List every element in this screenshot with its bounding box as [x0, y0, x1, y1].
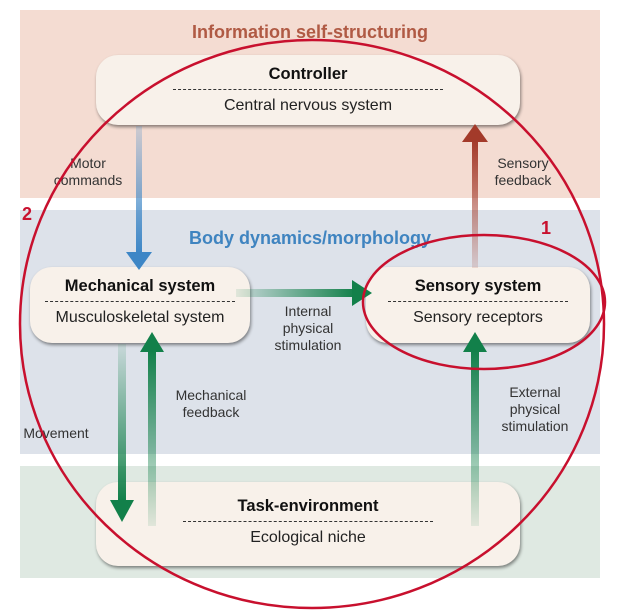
- task-environment-title: Task-environment: [237, 497, 379, 515]
- task-environment-subtitle: Ecological niche: [250, 529, 366, 546]
- task-environment-divider: [183, 521, 433, 522]
- sensory-system-divider: [388, 301, 568, 302]
- mechanical-feedback-label: Mechanical feedback: [175, 387, 247, 420]
- mechanical-system-box: Mechanical system Musculoskeletal system: [30, 267, 250, 343]
- sensory-system-title: Sensory system: [414, 277, 542, 295]
- body-dynamics-band-title: Body dynamics/morphology: [188, 228, 432, 248]
- mechanical-feedback-arrow: [140, 332, 164, 526]
- marker-1: 1: [541, 218, 552, 238]
- movement-arrow: [110, 344, 134, 522]
- controller-subtitle: Central nervous system: [223, 97, 393, 114]
- external-stimulation-arrow: [463, 332, 487, 526]
- mechanical-system-divider: [45, 301, 235, 302]
- task-environment-box: Task-environment Ecological niche: [96, 482, 520, 566]
- controller-divider: [173, 89, 443, 90]
- loop-circle-2: [18, 38, 606, 610]
- internal-stimulation-label: Internal physical stimulation: [274, 303, 342, 353]
- marker-2: 2: [22, 204, 33, 224]
- sensory-system-box: Sensory system Sensory receptors: [366, 267, 590, 343]
- motor-commands-arrow: [126, 126, 152, 270]
- sensory-feedback-arrow: [462, 124, 488, 268]
- controller-title: Controller: [268, 65, 348, 83]
- mechanical-system-title: Mechanical system: [64, 277, 216, 295]
- motor-commands-label: Motor commands: [53, 155, 123, 188]
- external-stimulation-label: External physical stimulation: [501, 384, 569, 434]
- information-band-title: Information self-structuring: [191, 22, 428, 42]
- loop-circle-1: [361, 233, 607, 371]
- internal-stimulation-arrow: [236, 280, 372, 306]
- controller-box: Controller Central nervous system: [96, 55, 520, 125]
- sensory-system-subtitle: Sensory receptors: [413, 309, 543, 326]
- sensory-feedback-label: Sensory feedback: [494, 155, 552, 188]
- mechanical-system-subtitle: Musculoskeletal system: [55, 309, 225, 326]
